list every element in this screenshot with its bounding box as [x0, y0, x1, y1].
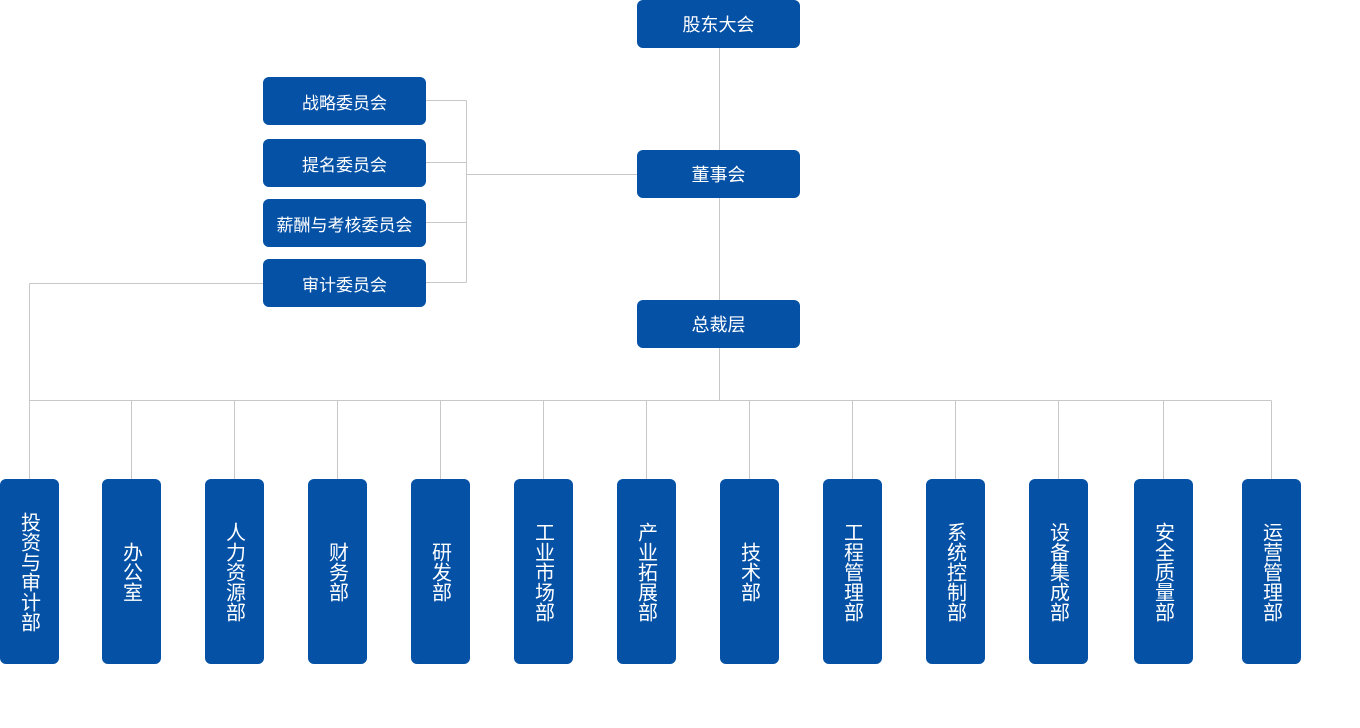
node-label: 运营管理部 [1259, 521, 1284, 622]
node-label: 安全质量部 [1151, 521, 1176, 622]
node-dept-technology[interactable]: 技术部 [720, 479, 779, 664]
node-label: 人力资源部 [222, 521, 247, 622]
node-dept-investment-audit[interactable]: 投资与审计部 [0, 479, 59, 664]
node-dept-industry-expansion[interactable]: 产业拓展部 [617, 479, 676, 664]
node-shareholders-meeting[interactable]: 股东大会 [637, 0, 800, 48]
node-label: 技术部 [737, 541, 762, 602]
node-label: 财务部 [325, 541, 350, 602]
node-dept-human-resources[interactable]: 人力资源部 [205, 479, 264, 664]
node-dept-system-control[interactable]: 系统控制部 [926, 479, 985, 664]
node-dept-finance[interactable]: 财务部 [308, 479, 367, 664]
node-label: 薪酬与考核委员会 [276, 215, 413, 236]
node-label: 总裁层 [691, 315, 746, 336]
node-label: 董事会 [691, 165, 746, 186]
node-label: 股东大会 [682, 15, 755, 36]
node-audit-committee[interactable]: 审计委员会 [263, 259, 426, 307]
node-dept-office[interactable]: 办公室 [102, 479, 161, 664]
node-dept-safety-quality[interactable]: 安全质量部 [1134, 479, 1193, 664]
node-dept-operations-management[interactable]: 运营管理部 [1242, 479, 1301, 664]
node-nomination-committee[interactable]: 提名委员会 [263, 139, 426, 187]
node-label: 工业市场部 [531, 521, 556, 622]
node-board-of-directors[interactable]: 董事会 [637, 150, 800, 198]
node-dept-industrial-market[interactable]: 工业市场部 [514, 479, 573, 664]
node-dept-research-development[interactable]: 研发部 [411, 479, 470, 664]
node-label: 设备集成部 [1046, 521, 1071, 622]
node-label: 战略委员会 [302, 93, 387, 114]
node-executive-team[interactable]: 总裁层 [637, 300, 800, 348]
node-dept-equipment-integration[interactable]: 设备集成部 [1029, 479, 1088, 664]
node-label: 工程管理部 [840, 521, 865, 622]
node-label: 审计委员会 [302, 275, 387, 296]
node-label: 提名委员会 [302, 155, 387, 176]
node-label: 办公室 [119, 541, 144, 602]
node-dept-engineering-management[interactable]: 工程管理部 [823, 479, 882, 664]
node-label: 系统控制部 [943, 521, 968, 622]
node-compensation-committee[interactable]: 薪酬与考核委员会 [263, 199, 426, 247]
node-strategy-committee[interactable]: 战略委员会 [263, 77, 426, 125]
node-label: 产业拓展部 [634, 521, 659, 622]
node-label: 投资与审计部 [17, 511, 42, 632]
node-label: 研发部 [428, 541, 453, 602]
